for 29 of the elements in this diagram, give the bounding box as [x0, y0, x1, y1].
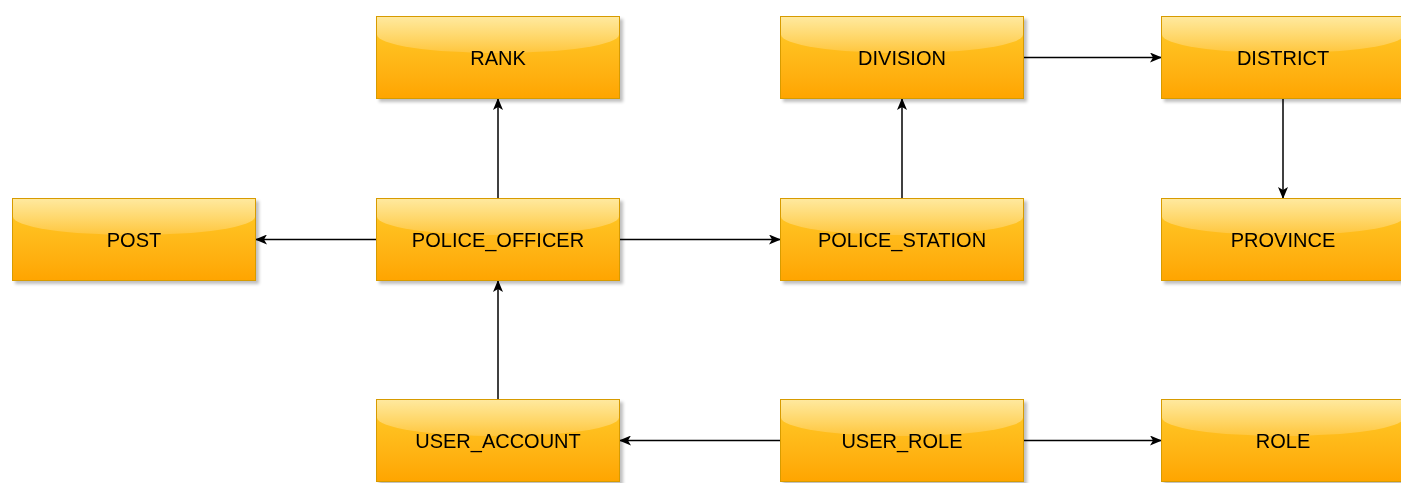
entity-name: POLICE_OFFICER — [411, 227, 585, 254]
entity-box — [376, 399, 620, 482]
arrow — [493, 280, 503, 400]
entity-box — [780, 16, 1024, 99]
entity-box — [376, 198, 620, 281]
arrow — [1023, 52, 1162, 63]
arrow — [255, 234, 377, 245]
entity-name: ROLE — [1255, 428, 1311, 454]
entity-name: PROVINCE — [1230, 227, 1336, 253]
arrow — [1278, 98, 1288, 199]
arrow — [619, 435, 781, 446]
entity-name: USER_ROLE — [841, 428, 963, 455]
entity-box — [12, 198, 256, 281]
entity-name: RANK — [470, 45, 526, 71]
arrow — [619, 234, 781, 245]
arrow — [1023, 435, 1162, 446]
entity-box — [376, 16, 620, 99]
entity-box — [1161, 399, 1401, 482]
arrow — [897, 98, 907, 199]
entity-box — [780, 198, 1024, 281]
arrow — [493, 98, 503, 199]
entity-name: USER_ACCOUNT — [415, 428, 581, 455]
entity-name: DIVISION — [858, 45, 946, 71]
entity-name: POST — [106, 227, 162, 253]
entity-name: DISTRICT — [1236, 45, 1330, 71]
entity-box — [780, 399, 1024, 482]
entity-box — [1161, 16, 1401, 99]
entity-name: POLICE_STATION — [817, 227, 987, 254]
entity-box — [1161, 198, 1401, 281]
